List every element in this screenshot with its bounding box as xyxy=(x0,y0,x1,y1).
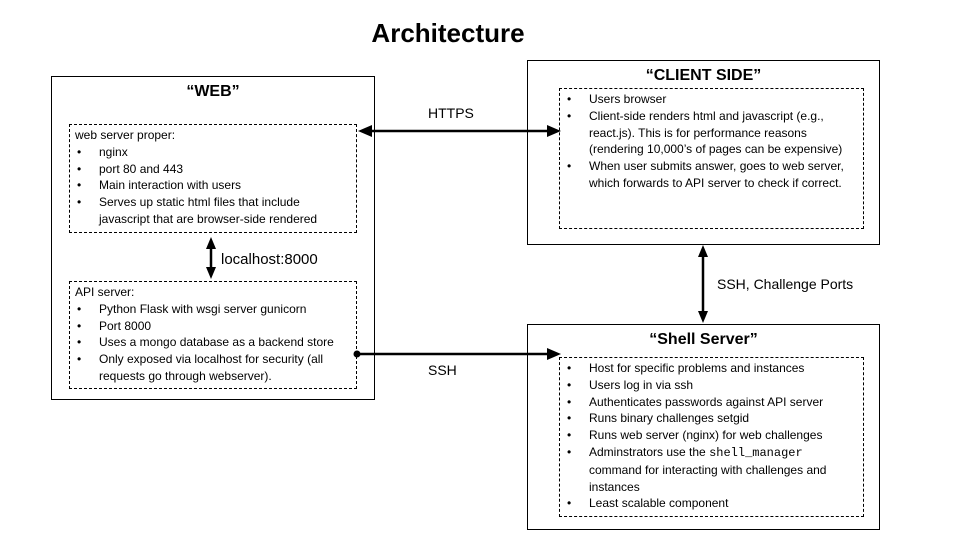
localhost-label: localhost:8000 xyxy=(221,251,318,268)
api-server-heading: API server: xyxy=(75,285,135,299)
list-item: Runs binary challenges setgid xyxy=(565,410,858,427)
shell-title: “Shell Server” xyxy=(649,331,758,348)
arrowhead-right-icon xyxy=(547,348,561,360)
list-item: Uses a mongo database as a backend store xyxy=(75,334,351,351)
ssh-origin-dot-icon xyxy=(353,350,361,358)
arrowhead-down-icon xyxy=(698,311,708,323)
list-item: nginx xyxy=(75,144,351,161)
list-item: Main interaction with users xyxy=(75,177,351,194)
web-server-box: web server proper: nginx port 80 and 443… xyxy=(69,124,357,233)
admin-text: Adminstrators use the xyxy=(589,444,710,459)
arrowhead-up-icon xyxy=(206,237,216,249)
ssh-label: SSH xyxy=(428,362,457,378)
list-item: Port 8000 xyxy=(75,318,351,335)
web-title: “WEB” xyxy=(186,83,240,100)
list-item: Adminstrators use the shell_manager comm… xyxy=(565,444,858,495)
arrowhead-left-icon xyxy=(358,125,372,137)
api-server-box: API server: Python Flask with wsgi serve… xyxy=(69,281,357,389)
list-item: Least scalable component xyxy=(565,495,858,512)
shell-manager-code: shell_manager xyxy=(709,445,803,460)
client-title: “CLIENT SIDE” xyxy=(645,67,762,84)
web-box: “WEB” xyxy=(51,76,375,400)
list-item: Users browser xyxy=(565,91,858,108)
list-item: Host for specific problems and instances xyxy=(565,360,858,377)
client-details-box: Users browser Client-side renders html a… xyxy=(559,88,864,229)
arrowhead-down-icon xyxy=(206,267,216,279)
list-item: Serves up static html files that include… xyxy=(75,194,351,228)
list-item: When user submits answer, goes to web se… xyxy=(565,158,858,192)
list-item: port 80 and 443 xyxy=(75,161,351,178)
https-label: HTTPS xyxy=(428,105,474,121)
ssh-ports-label: SSH, Challenge Ports xyxy=(717,276,854,292)
shell-details-box: Host for specific problems and instances… xyxy=(559,357,864,517)
list-item: Runs web server (nginx) for web challeng… xyxy=(565,427,858,444)
client-box: “CLIENT SIDE” xyxy=(527,60,880,245)
list-item: Users log in via ssh xyxy=(565,377,858,394)
list-item: Client-side renders html and javascript … xyxy=(565,108,858,158)
list-item: Authenticates passwords against API serv… xyxy=(565,394,858,411)
list-item: Only exposed via localhost for security … xyxy=(75,351,351,385)
arrowhead-right-icon xyxy=(547,125,561,137)
web-server-heading: web server proper: xyxy=(75,128,176,142)
admin-text-2: command for interacting with challenges … xyxy=(589,462,827,494)
diagram-title: Architecture xyxy=(371,18,525,48)
shell-box: “Shell Server” xyxy=(527,324,880,530)
list-item: Python Flask with wsgi server gunicorn xyxy=(75,301,351,318)
arrowhead-up-icon xyxy=(698,245,708,257)
